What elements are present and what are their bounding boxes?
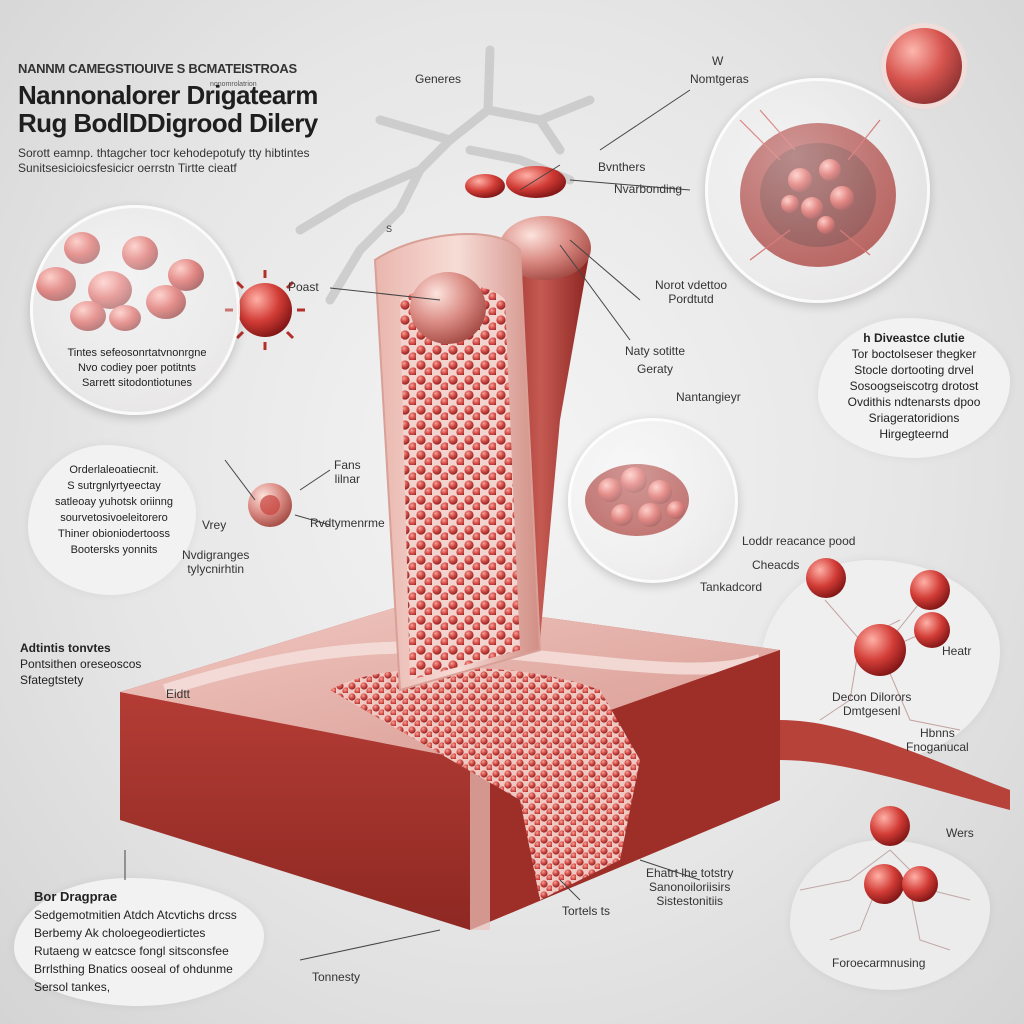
adtints-title: Adtintis tonvtes: [20, 641, 111, 655]
vessel-network-icon: [295, 45, 595, 305]
label-vrey: Vrey: [202, 518, 227, 532]
bottom-left-text: Bor Dragprae Sedgemotmitien Atdch Atcvti…: [34, 889, 237, 994]
label-tankadcord: Tankadcord: [700, 580, 763, 594]
header-tiny-tag: nonomrolatrion: [210, 81, 257, 88]
page-title-line1: Nannonalorer Drigatearm: [18, 80, 318, 110]
label-generes: Generes: [415, 72, 462, 86]
right-detail-circle: [705, 78, 930, 303]
left-detail-circle: [30, 205, 240, 415]
bottom-left-blob: [14, 878, 264, 1006]
label-poast: Poast: [288, 280, 319, 294]
label-tonnesty: Tonnesty: [312, 970, 361, 984]
label-nomtgeras: Nomtgeras: [690, 72, 749, 86]
label-fans: Fans lilnar: [334, 458, 361, 486]
label-eidtt: Eidtt: [166, 687, 191, 701]
label-foro: Foroecarmnusing: [832, 956, 926, 970]
right-diverse-text: h Diveastce clutie Tor boctolseser thegk…: [847, 331, 981, 441]
label-wers: Wers: [946, 826, 974, 840]
label-nvarbonding: Nvarbonding: [614, 182, 683, 196]
left-circle-text: Tintes sefeosonrtatvnonrgne Nvo codiey p…: [67, 347, 207, 389]
label-naty: Naty sotitte Geraty: [625, 344, 686, 376]
subtitle-line1: Sorott eamnp. thtagcher tocr kehodepotuf…: [18, 146, 310, 160]
label-cheacds: Cheacds: [752, 558, 800, 572]
label-hbnns: Hbnns Fnoganucal: [906, 726, 969, 754]
label-heatr: Heatr: [942, 644, 972, 658]
label-decon: Decon Dilorors Dmtgesenl: [832, 690, 912, 718]
left-mid-blob: [28, 445, 196, 595]
page-title-line2: Rug BodlDDigrood Dilery: [18, 108, 318, 138]
label-rvdtyment: Rvdtymenrme: [310, 516, 385, 530]
label-ethnr: Ehatrt lhe totstry Sanonoiloriisirs Sist…: [646, 866, 734, 908]
virus-particle-icon: [225, 270, 305, 350]
label-bvnthers: Bvnthers: [598, 160, 646, 174]
nanoparticle-root-icon: [799, 806, 971, 951]
subtitle-line2: Sunitsesicioicsfesicicr oerrstn Tirtte c…: [18, 161, 237, 175]
label-nantangieyr: Nantangieyr: [676, 390, 741, 404]
nanoparticle-cluster-icon: [806, 558, 961, 731]
bottom-left-title: Bor Dragprae: [34, 889, 118, 904]
nanoparticle-small-icon: [248, 483, 292, 527]
adtints-block: Adtintis tonvtes Pontsithen oreseoscos S…: [20, 641, 142, 687]
tissue-block-icon: [120, 600, 1010, 930]
label-norot: Norot vdettoo Pordtutd: [655, 278, 728, 306]
label-s-mark: S: [386, 224, 393, 234]
label-nvdigrant: Nvdigranges tylycnirhtin: [182, 548, 250, 576]
blood-vessel-tube-icon: [373, 233, 542, 692]
label-loddr: Loddr reacance pood: [742, 534, 856, 548]
label-w: W: [712, 54, 724, 68]
right-diverse-blob: [818, 318, 1010, 458]
left-mid-blob-text: Orderlaleoatiecnit. S sutrgnlyrtyeectay …: [54, 464, 173, 556]
header-kicker: NANNM CAMEGSTIOUIVE S BCMATEISTROAS: [18, 61, 297, 76]
mid-right-detail-circle: [568, 418, 738, 583]
label-tortels: Tortels ts: [562, 904, 611, 918]
